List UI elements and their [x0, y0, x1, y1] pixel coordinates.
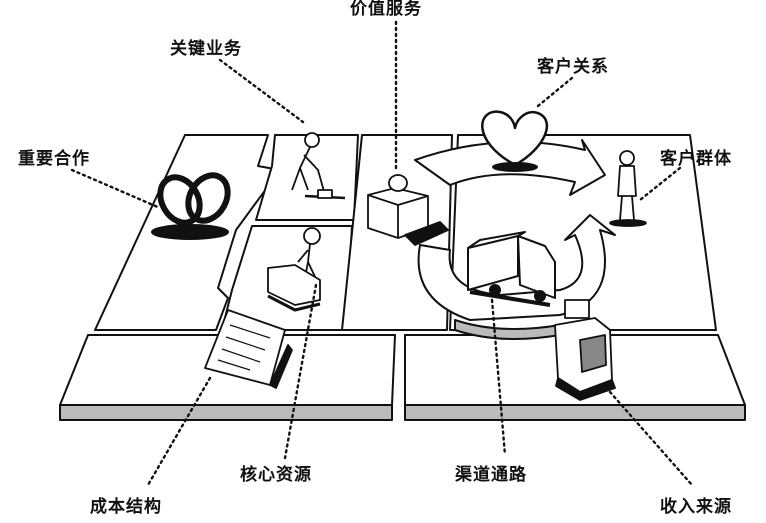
key-activities-block: [255, 134, 359, 221]
label-key-resources: 核心资源: [240, 465, 312, 485]
label-cost-structure: 成本结构: [90, 497, 162, 517]
leader-lines: [70, 20, 694, 487]
worker-with-machine-icon: [267, 227, 321, 312]
label-value-propositions: 价值服务: [350, 0, 422, 19]
document-icon: [204, 309, 293, 389]
heart-icon: [481, 110, 549, 172]
rings-icon: [151, 172, 231, 240]
label-channels: 渠道通路: [455, 465, 527, 485]
person-icon: [609, 150, 647, 227]
label-key-activities: 关键业务: [170, 39, 242, 59]
label-customer-relationships: 客户关系: [537, 57, 609, 77]
label-revenue-streams: 收入来源: [660, 497, 732, 517]
label-customer-segments: 客户群体: [660, 149, 732, 169]
cash-register-icon: [554, 299, 616, 401]
label-key-partners: 重要合作: [18, 149, 90, 169]
worker-digging-icon: [291, 132, 346, 200]
truck-icon: [467, 231, 556, 307]
gift-box-icon: [367, 174, 449, 246]
